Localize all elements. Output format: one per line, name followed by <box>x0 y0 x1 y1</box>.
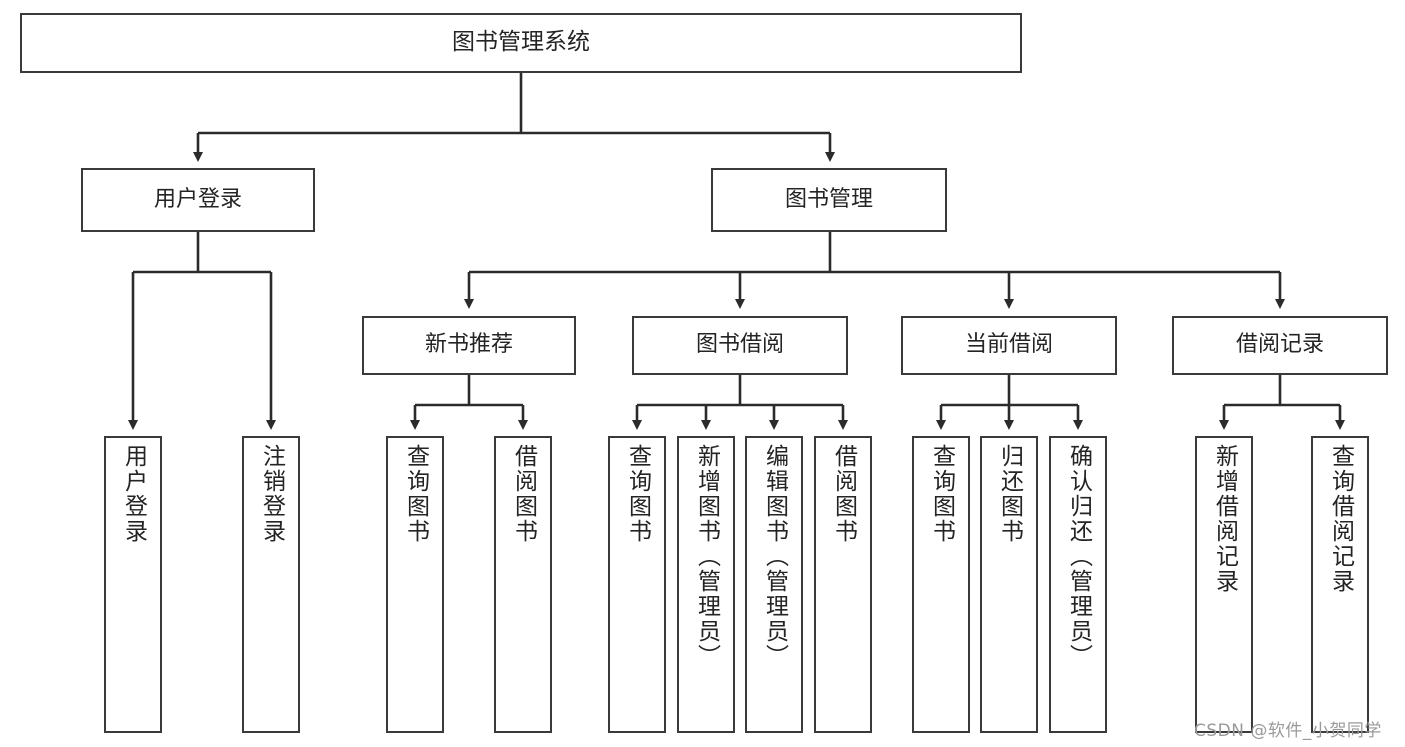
node-label: 注销登录 <box>258 444 285 544</box>
node-label: 新书推荐 <box>424 332 513 358</box>
node-new-book-recommend[interactable]: 新书推荐 <box>362 316 576 375</box>
node-leaf-user-login[interactable]: 用户登录 <box>104 436 162 733</box>
node-label: 图书管理系统 <box>452 29 590 56</box>
node-label: 借阅图书 <box>830 444 857 544</box>
node-leaf-add-book[interactable]: 新增图书（管理员） <box>677 436 735 733</box>
node-label: 图书借阅 <box>695 332 784 358</box>
node-leaf-logout-login[interactable]: 注销登录 <box>242 436 300 733</box>
node-leaf-confirm-return[interactable]: 确认归还（管理员） <box>1049 436 1107 733</box>
node-label: 用户登录 <box>120 444 147 544</box>
node-current-borrow[interactable]: 当前借阅 <box>901 316 1117 375</box>
node-label: 查询图书 <box>928 444 955 544</box>
node-borrow-record[interactable]: 借阅记录 <box>1172 316 1388 375</box>
node-leaf-add-record[interactable]: 新增借阅记录 <box>1195 436 1253 733</box>
node-leaf-borrow-book-1[interactable]: 借阅图书 <box>494 436 552 733</box>
node-leaf-query-book-3[interactable]: 查询图书 <box>912 436 970 733</box>
node-label: 图书管理 <box>784 186 873 212</box>
node-label: 借阅记录 <box>1235 332 1324 358</box>
node-leaf-edit-book[interactable]: 编辑图书（管理员） <box>745 436 803 733</box>
node-leaf-query-book-1[interactable]: 查询图书 <box>386 436 444 733</box>
node-leaf-borrow-book-2[interactable]: 借阅图书 <box>814 436 872 733</box>
node-book-manage[interactable]: 图书管理 <box>711 168 947 232</box>
node-label: 当前借阅 <box>964 332 1053 358</box>
node-label: 查询图书 <box>624 444 651 544</box>
node-book-borrow[interactable]: 图书借阅 <box>632 316 848 375</box>
node-label: 查询图书 <box>402 444 429 544</box>
node-root-system[interactable]: 图书管理系统 <box>20 13 1022 73</box>
node-user-login[interactable]: 用户登录 <box>81 168 315 232</box>
node-label: 新增借阅记录 <box>1211 444 1238 594</box>
node-label: 归还图书 <box>996 444 1023 544</box>
node-leaf-query-book-2[interactable]: 查询图书 <box>608 436 666 733</box>
node-label: 用户登录 <box>153 186 242 212</box>
node-label: 确认归还（管理员） <box>1065 444 1092 669</box>
node-label: 编辑图书（管理员） <box>761 444 788 669</box>
node-label: 借阅图书 <box>510 444 537 544</box>
csdn-watermark: CSDN @软件_小贺同学 <box>1194 721 1382 741</box>
node-label: 查询借阅记录 <box>1327 444 1354 594</box>
node-leaf-return-book[interactable]: 归还图书 <box>980 436 1038 733</box>
node-label: 新增图书（管理员） <box>693 444 720 669</box>
node-leaf-query-record[interactable]: 查询借阅记录 <box>1311 436 1369 733</box>
